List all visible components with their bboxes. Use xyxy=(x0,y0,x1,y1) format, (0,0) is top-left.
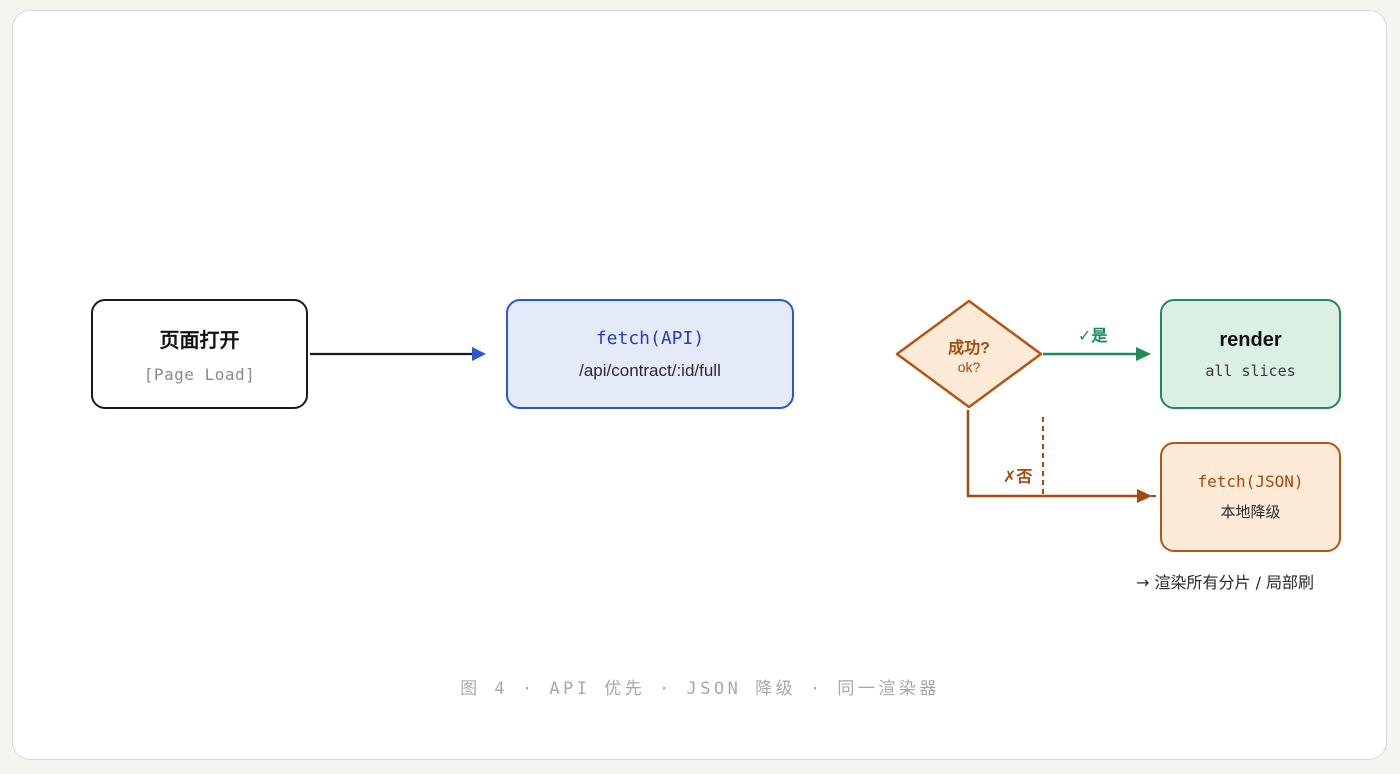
fetch-json-subtitle: 本地降级 xyxy=(1220,503,1281,521)
fetch-api-path: /api/contract/:id/full xyxy=(579,360,721,380)
render-note: → 渲染所有分片 / 局部刷 xyxy=(1136,573,1315,592)
decision-diamond xyxy=(895,299,1043,409)
no-label: ✗否 xyxy=(1003,467,1033,486)
page-open-title: 页面打开 xyxy=(159,330,240,352)
dashed-guide xyxy=(1042,417,1160,497)
yes-label: ✓是 xyxy=(1078,326,1108,345)
fetch-json-code: fetch(JSON) xyxy=(1197,472,1304,491)
arrow-yes xyxy=(1043,347,1151,361)
fetch-json-node: fetch(JSON) 本地降级 xyxy=(1160,442,1341,552)
arrow-no xyxy=(966,410,1152,503)
figure-caption: 图 4 · API 优先 · JSON 降级 · 同一渲染器 xyxy=(460,679,940,699)
fetch-api-code: fetch(API) xyxy=(595,327,705,349)
render-title: render xyxy=(1219,328,1282,351)
render-subtitle: all slices xyxy=(1205,361,1296,380)
page-open-node: 页面打开 [Page Load] xyxy=(91,299,308,409)
render-node: render all slices xyxy=(1160,299,1341,409)
page-open-subtitle: [Page Load] xyxy=(143,365,256,384)
arrow-start-to-api xyxy=(310,347,486,361)
fetch-api-node: fetch(API) /api/contract/:id/full xyxy=(506,299,794,409)
